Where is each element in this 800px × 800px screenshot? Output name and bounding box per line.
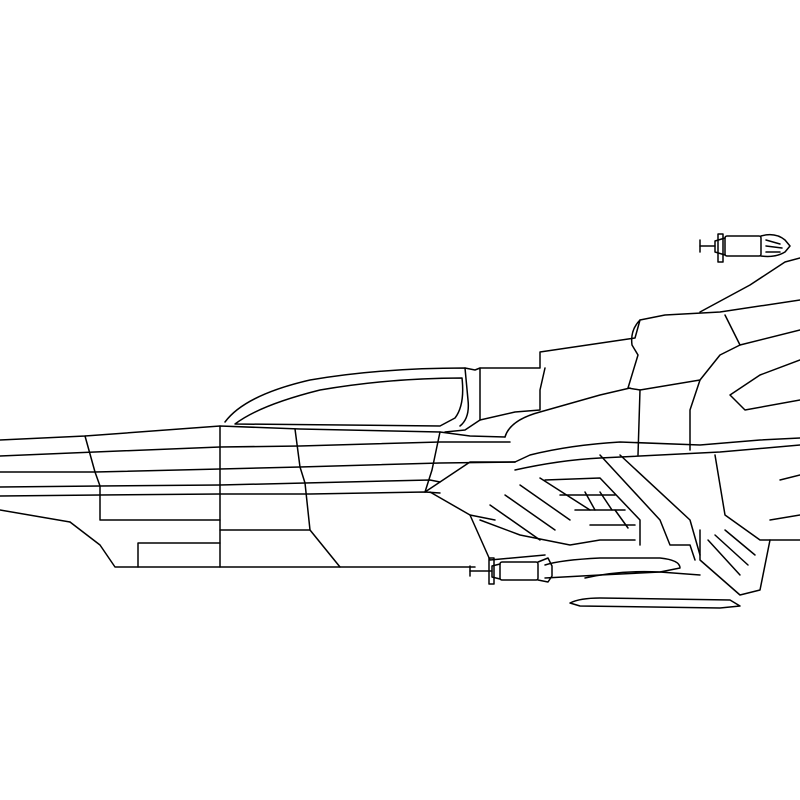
rear-bay-inner: [699, 529, 771, 596]
wing-lower-blade: [569, 597, 741, 609]
bay-grid-3: [584, 491, 629, 529]
fuselage-line-5: [0, 491, 441, 497]
armor-plate-5: [739, 329, 800, 346]
intake-lip: [504, 387, 631, 438]
armor-plate-1: [627, 319, 641, 391]
intake-lower-2: [514, 444, 800, 471]
panel-seam-3: [294, 428, 341, 568]
fuselage-lower-plate: [0, 509, 71, 523]
belly-angle: [424, 461, 516, 493]
top-missile-band: [717, 233, 724, 263]
panel-seam-1: [84, 435, 221, 521]
wing-pylon: [544, 557, 681, 579]
fuselage-line-3: [0, 461, 516, 473]
fuselage-top-line: [0, 425, 506, 441]
top-missile-fins: [760, 233, 791, 258]
rear-bay-frame: [714, 454, 800, 541]
bay-slat-1: [489, 504, 541, 541]
spine-step: [479, 367, 546, 421]
panel-seam-6: [424, 431, 441, 493]
bottom-missile: [469, 557, 553, 585]
canopy-frame: [459, 367, 470, 427]
rear-strut-2: [619, 454, 701, 556]
bay-slat-3: [519, 484, 571, 521]
intake-lower: [514, 437, 800, 463]
armor-plate-4: [689, 379, 701, 451]
lower-wing: [544, 557, 741, 609]
spine-upper: [479, 299, 800, 369]
armor-fin: [699, 257, 800, 313]
top-missile-body: [724, 235, 762, 257]
bay-grid-1: [544, 477, 641, 546]
fuselage: [0, 425, 516, 568]
bay-grid-2: [559, 494, 636, 526]
fuselage-line-2: [0, 441, 511, 457]
bottom-missile-body: [499, 561, 539, 581]
rear-strut-1: [599, 454, 696, 561]
bay-strut-2: [479, 519, 636, 546]
rear-hull-line-2: [779, 474, 800, 481]
fuselage-line-4: [0, 479, 441, 488]
belly-front: [429, 491, 496, 521]
armor-chevron: [729, 359, 800, 411]
rear-hull-line: [769, 514, 800, 521]
panel-seam-5: [137, 542, 221, 568]
bay-slat-2: [504, 494, 556, 531]
mid-body: [424, 299, 800, 521]
canopy-inner: [234, 377, 464, 427]
rear-bay-slats: [707, 529, 756, 576]
bottom-missile-band: [488, 557, 495, 585]
landing-bay: [469, 454, 800, 596]
wing-mid-blade: [584, 570, 701, 579]
armor-plate-3: [637, 389, 641, 456]
bottom-missile-warhead: [491, 563, 501, 580]
bay-slat-4: [539, 477, 591, 511]
upper-armor: [627, 257, 800, 456]
canopy: [224, 367, 481, 433]
bay-strut-1: [469, 514, 546, 561]
bottom-missile-fins: [537, 557, 553, 583]
top-missile: [699, 233, 791, 263]
top-missile-fin-lines: [765, 239, 783, 253]
armor-plate-2: [639, 314, 741, 391]
fuselage-bottom-line: [69, 521, 476, 568]
